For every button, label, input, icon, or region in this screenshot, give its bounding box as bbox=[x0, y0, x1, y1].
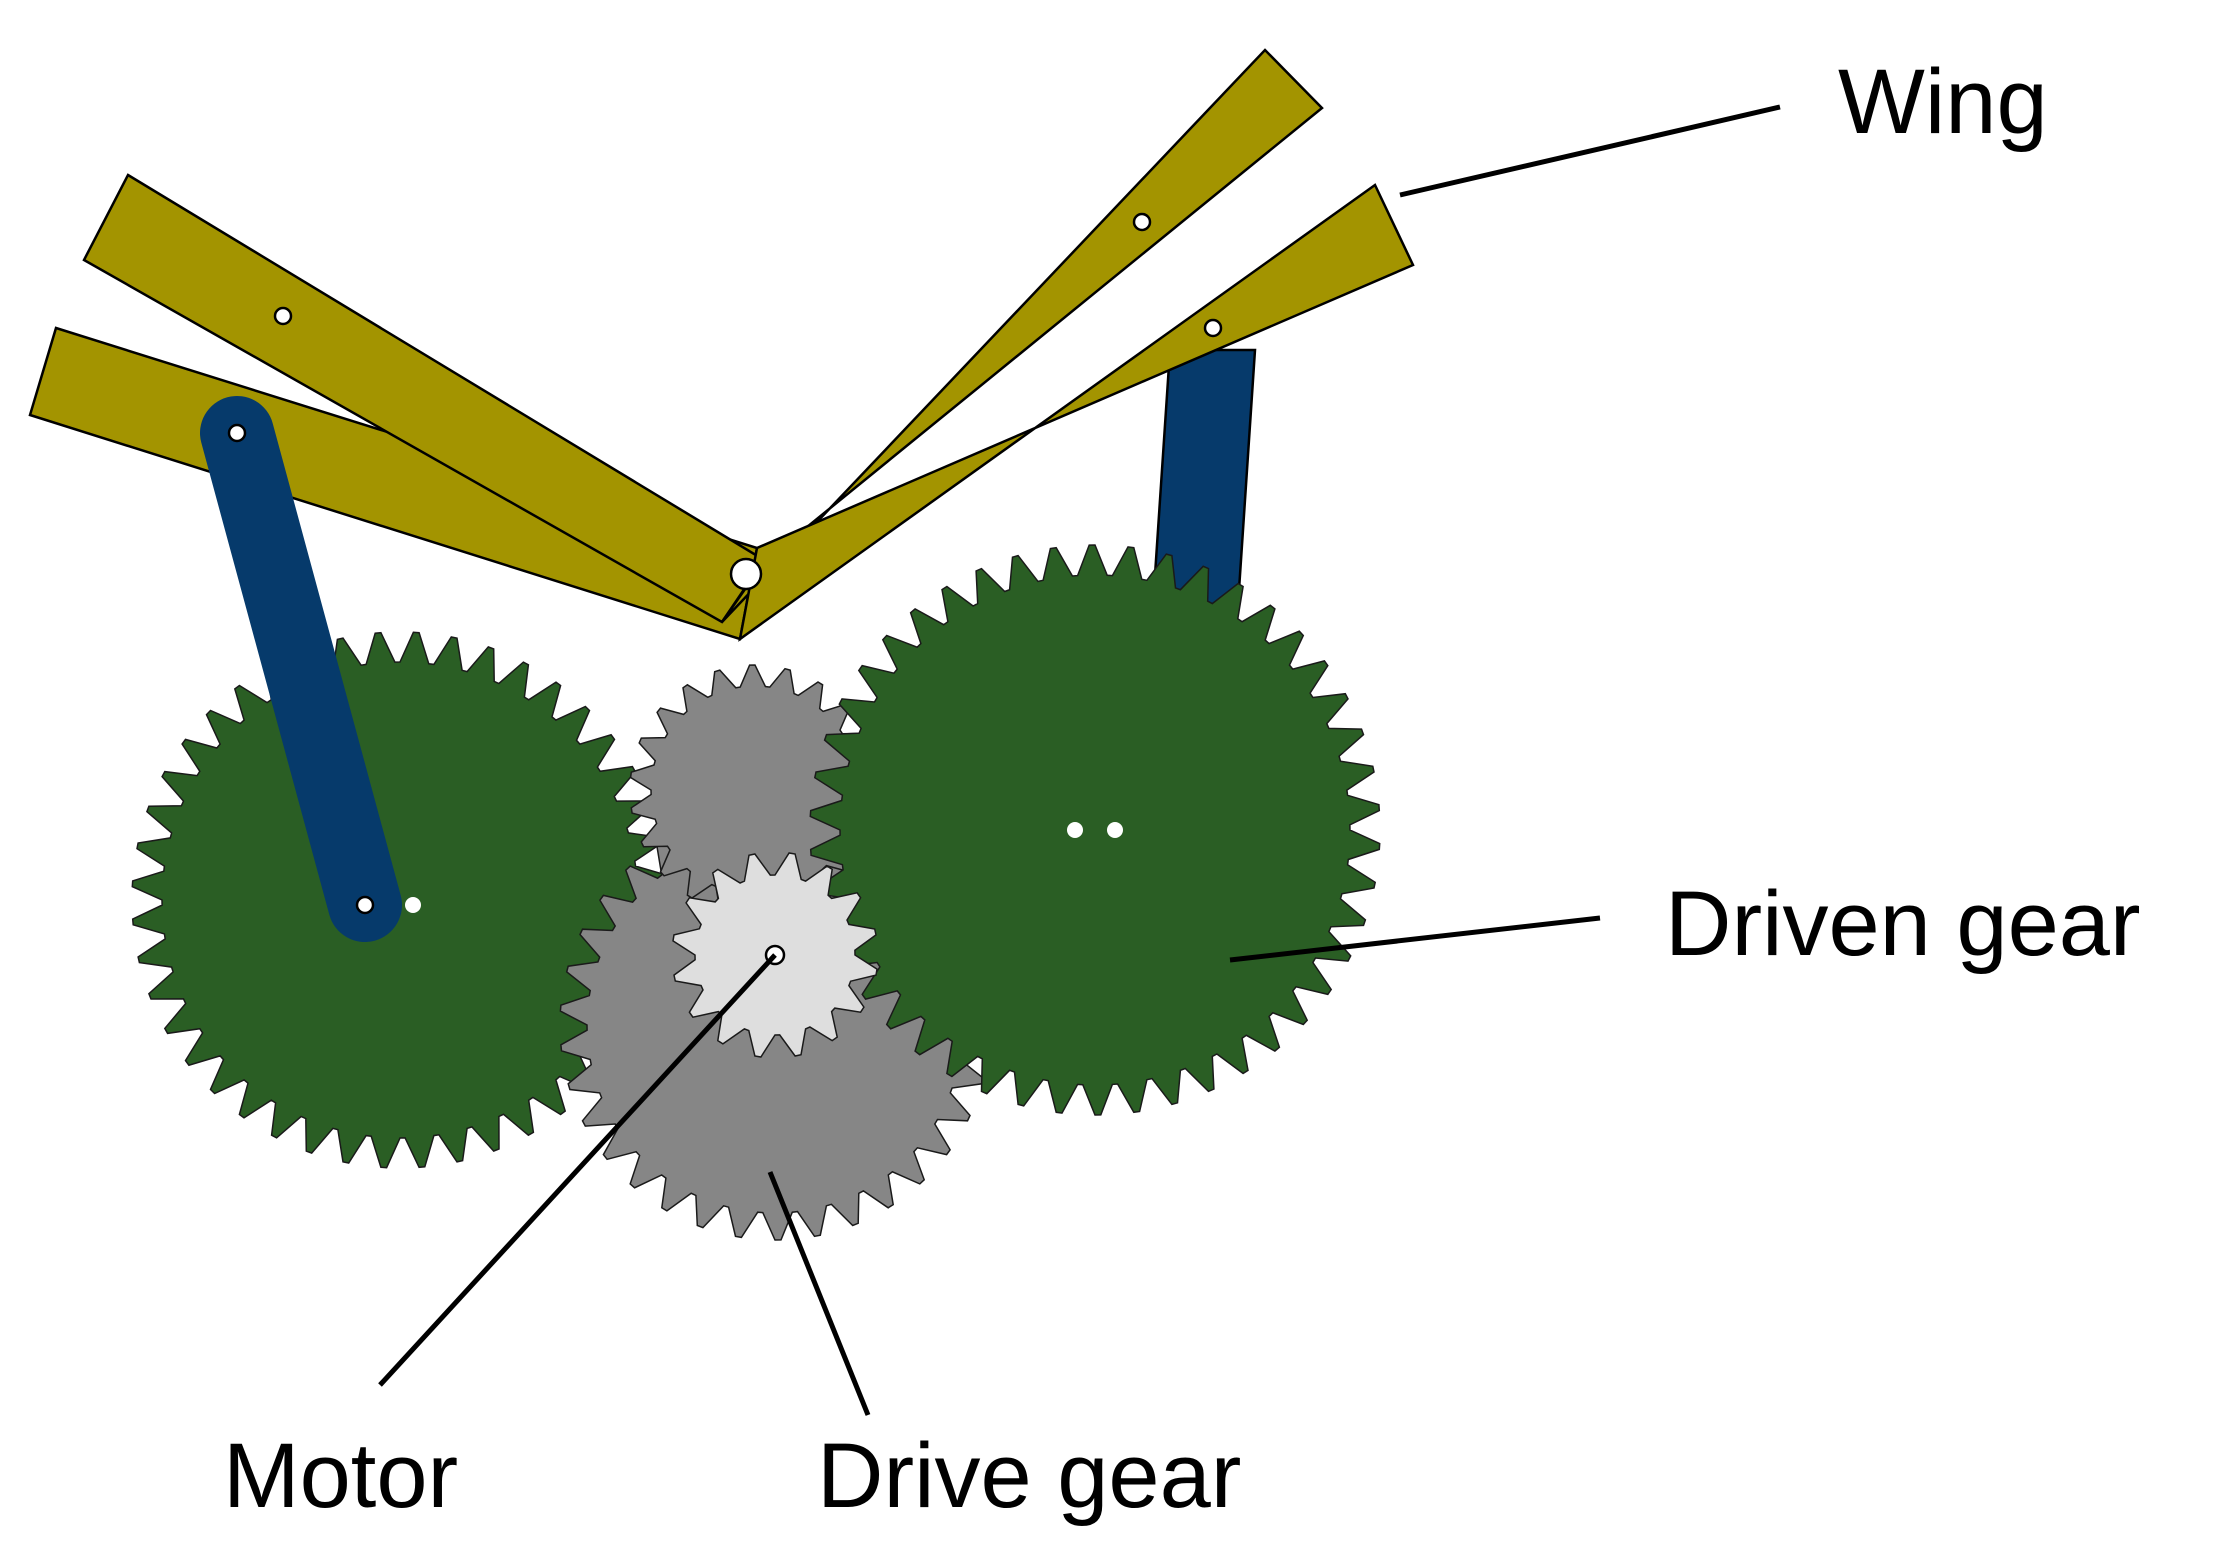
right-gear-hole-2 bbox=[1107, 822, 1123, 838]
wing-hole-right-lower bbox=[1203, 318, 1223, 338]
right-driven-gear bbox=[809, 544, 1381, 1116]
drive-gear-leader bbox=[767, 1171, 871, 1416]
right-wing-lower bbox=[738, 183, 1415, 642]
left-gear-hole bbox=[405, 897, 421, 913]
gear-icon bbox=[809, 544, 1381, 1116]
rod-hole-top bbox=[227, 423, 247, 443]
wing-hole-left-upper bbox=[273, 306, 293, 326]
wing-label: Wing bbox=[1838, 51, 2048, 153]
driven-gear-leader bbox=[1229, 915, 1601, 963]
driven-gear-label: Driven gear bbox=[1665, 873, 2141, 975]
left-link-rod bbox=[200, 396, 421, 942]
drive-gear-label: Drive gear bbox=[817, 1425, 1241, 1527]
rod-hole-bottom bbox=[355, 895, 375, 915]
wing-hole-right-upper bbox=[1132, 212, 1152, 232]
motor-leader bbox=[378, 953, 777, 1387]
wing-pivot-hole bbox=[729, 557, 763, 591]
wing-assembly bbox=[28, 48, 1415, 642]
wing-leader bbox=[1399, 104, 1781, 198]
motor-label: Motor bbox=[223, 1425, 458, 1527]
leader-lines bbox=[378, 104, 1781, 1416]
right-gear-hole-1 bbox=[1067, 822, 1083, 838]
